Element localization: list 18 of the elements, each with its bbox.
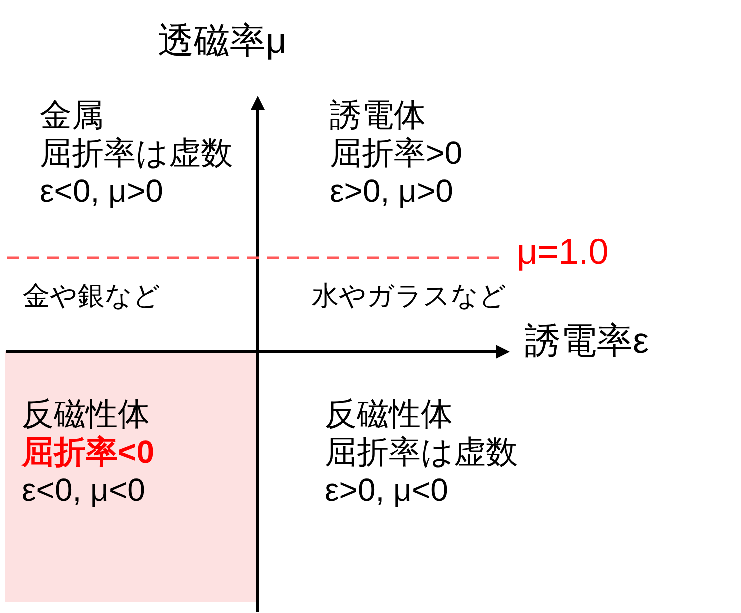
axis-label: 透磁率μ bbox=[158, 23, 287, 59]
sign-condition-text: ε<0, μ>0 bbox=[40, 175, 164, 207]
example-text: 水やガラスなど bbox=[312, 283, 507, 310]
example-text: 金や銀など bbox=[23, 283, 161, 310]
quadrant-heading: 反磁性体 bbox=[22, 398, 150, 430]
refractive-index-text: 屈折率>0 bbox=[330, 137, 462, 169]
refractive-index-text: 屈折率<0 bbox=[22, 436, 154, 468]
refractive-index-text: 屈折率は虚数 bbox=[40, 137, 233, 169]
sign-condition-text: ε<0, μ<0 bbox=[22, 474, 146, 506]
quadrant-heading: 誘電体 bbox=[330, 99, 426, 131]
reference-line-label: μ=1.0 bbox=[517, 234, 609, 270]
sign-condition-text: ε>0, μ<0 bbox=[325, 474, 448, 506]
axis-label: 誘電率ε bbox=[525, 323, 650, 359]
sign-condition-text: ε>0, μ>0 bbox=[330, 175, 454, 207]
quadrant-heading: 金属 bbox=[40, 99, 104, 131]
shaded-quadrant bbox=[5, 351, 258, 602]
quadrant-heading: 反磁性体 bbox=[325, 398, 453, 430]
refractive-index-text: 屈折率は虚数 bbox=[325, 436, 518, 468]
